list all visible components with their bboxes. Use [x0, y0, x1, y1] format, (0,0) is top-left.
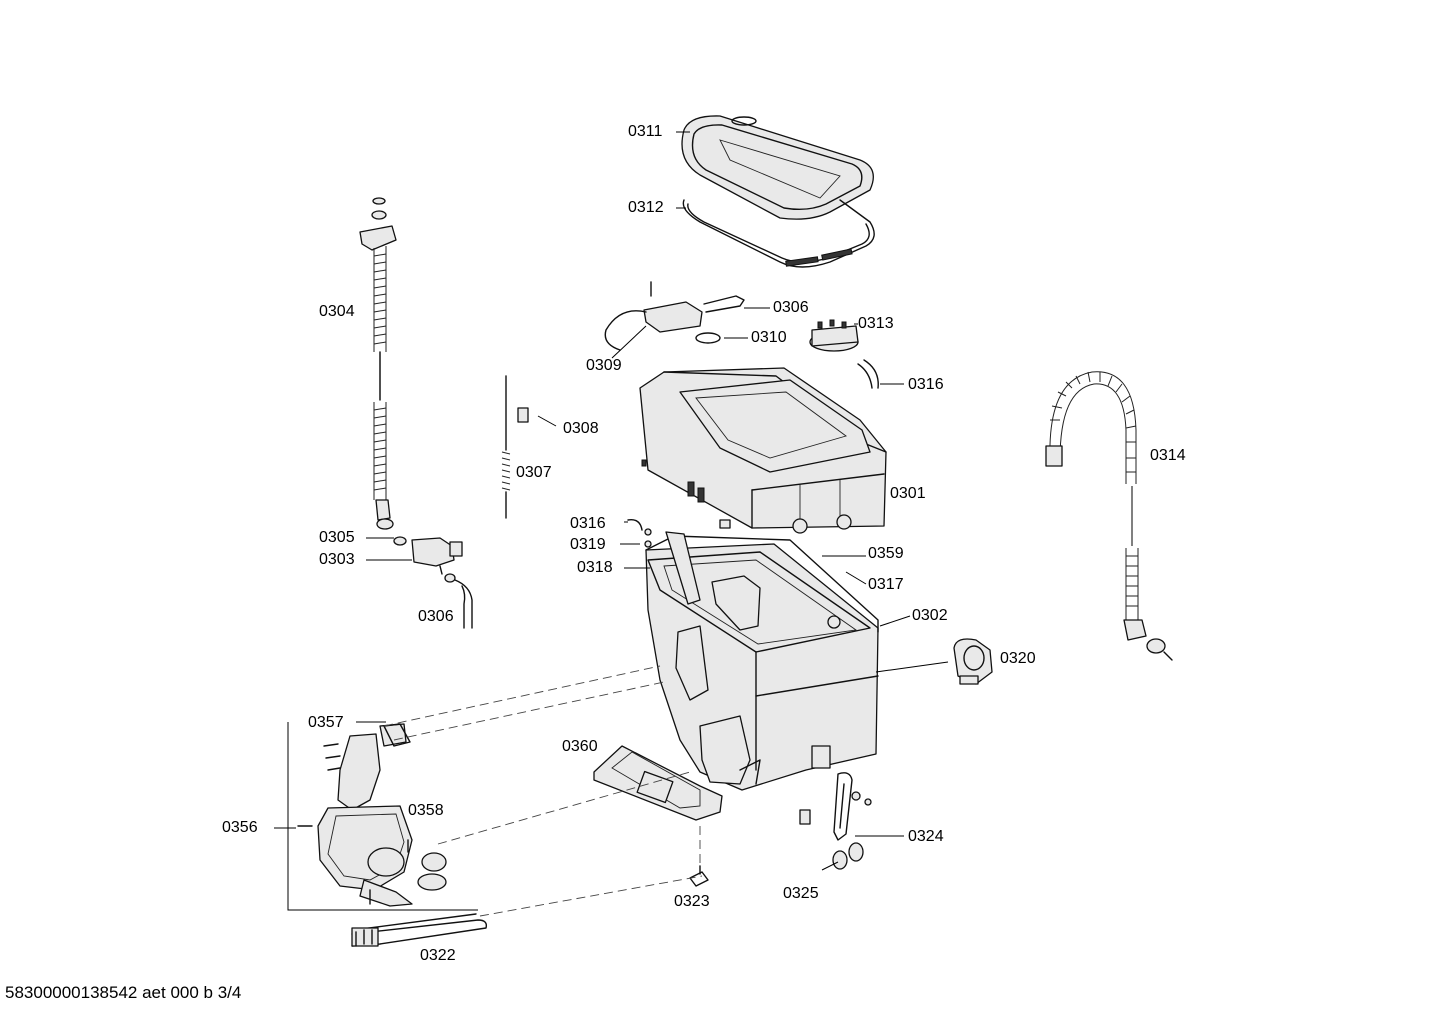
drawer-housing-0301 [639, 367, 887, 534]
assembly-lines [379, 352, 1133, 917]
pump-0320 [953, 638, 993, 685]
inlet-valve-0303 [393, 536, 473, 629]
label-0324: 0324 [908, 828, 944, 845]
label-0308: 0308 [563, 420, 599, 437]
label-0316-right: 0316 [908, 376, 944, 393]
document-code: 58300000138542 aet 000 b 3/4 [5, 983, 242, 1002]
clip-0323 [689, 865, 709, 887]
drain-hose-0314 [1045, 371, 1173, 661]
label-0359: 0359 [868, 545, 904, 562]
label-0322: 0322 [420, 947, 456, 964]
sensor-0309 [604, 281, 745, 351]
inlet-hose-0304 [359, 197, 397, 530]
label-0314: 0314 [1150, 447, 1186, 464]
label-0320: 0320 [1000, 650, 1036, 667]
label-0358: 0358 [408, 802, 444, 819]
pressure-switch-0313 [809, 319, 879, 389]
label-0301: 0301 [890, 485, 926, 502]
small-hose-0316 [627, 519, 652, 548]
label-0304: 0304 [319, 303, 355, 320]
clip-0308 [517, 407, 529, 423]
label-0325: 0325 [783, 885, 819, 902]
label-0305: 0305 [319, 529, 355, 546]
sump-0360 [593, 745, 723, 821]
label-0310: 0310 [751, 329, 787, 346]
label-0306-top: 0306 [773, 299, 809, 316]
feet-0325 [832, 842, 864, 870]
label-0312: 0312 [628, 199, 664, 216]
label-0357: 0357 [308, 714, 344, 731]
pump-assembly-0356 [297, 723, 447, 907]
clamp-ring-0312 [682, 199, 875, 268]
label-0356: 0356 [222, 819, 258, 836]
label-0311: 0311 [628, 123, 663, 140]
label-0360: 0360 [562, 738, 598, 755]
label-0318: 0318 [577, 559, 613, 576]
label-0302: 0302 [912, 607, 948, 624]
label-0313: 0313 [858, 315, 894, 332]
label-0306-bottom: 0306 [418, 608, 454, 625]
gasket-0357 [383, 723, 411, 747]
label-0309: 0309 [586, 357, 622, 374]
label-0323: 0323 [674, 893, 710, 910]
label-0316-left: 0316 [570, 515, 606, 532]
strap-0324 [799, 772, 872, 841]
label-0303: 0303 [319, 551, 355, 568]
tub-housing-0302 [645, 531, 879, 791]
label-0307: 0307 [516, 464, 552, 481]
leader-lines [274, 131, 911, 911]
label-0317: 0317 [868, 576, 904, 593]
door-seal-0311 [681, 115, 874, 220]
spring-0307 [501, 375, 511, 519]
heater-0322 [351, 913, 488, 947]
label-0319: 0319 [570, 536, 606, 553]
